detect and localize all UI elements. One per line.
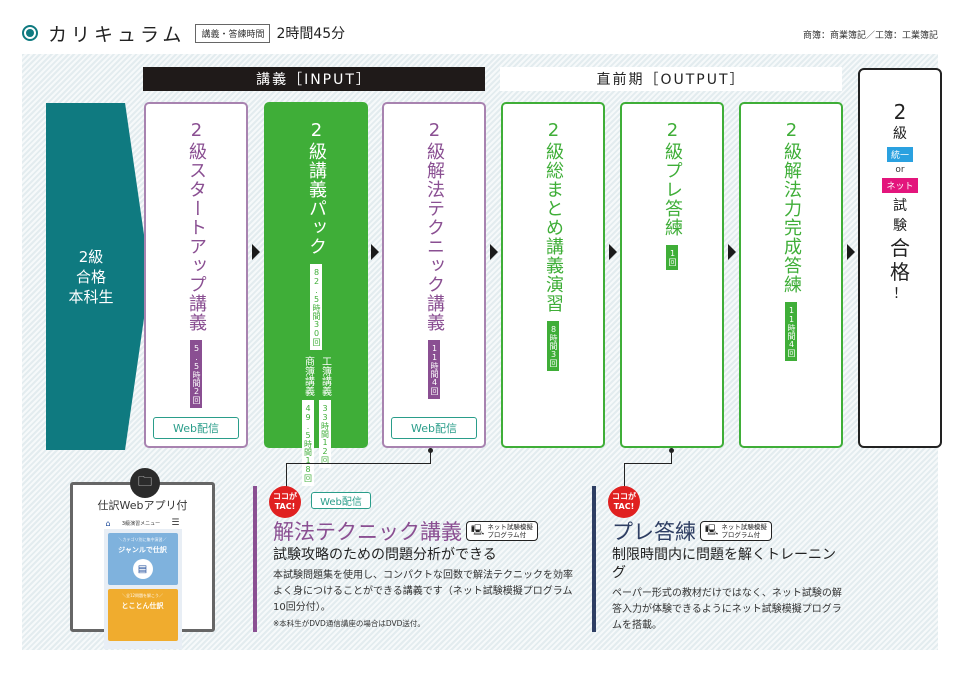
tac-badge: ココが TAC! xyxy=(269,486,301,518)
phone-screen: ⌂ 3級演習メニュー ☰ ＼カテゴリ別に集中演習／ ジャンルで仕訳 ▤ ＼全12… xyxy=(103,517,182,649)
card-title: 2級プレ答練 xyxy=(662,120,683,237)
tile-genre: ＼カテゴリ別に集中演習／ ジャンルで仕訳 ▤ xyxy=(107,533,178,585)
web-delivery-tag: Web配信 xyxy=(311,492,371,509)
tile-subtitle: ＼カテゴリ別に集中演習／ xyxy=(118,537,167,542)
feature-note: ※本科生がDVD通信講座の場合はDVD送付。 xyxy=(273,619,425,628)
subcourse-label: 商簿講義 xyxy=(302,356,314,396)
band-output: 直前期［OUTPUT］ xyxy=(500,67,842,91)
arrow-right-icon xyxy=(490,244,498,260)
card-duration-tag: 11時間4回 xyxy=(428,340,440,399)
goal-exclaim: ！ xyxy=(893,286,907,302)
feature-body: ペーパー形式の教材だけではなく、ネット試験の解答入力が体験できるようにネット試験… xyxy=(612,588,842,631)
subcourse-tag: 33時間12回 xyxy=(318,400,331,468)
accent-bar xyxy=(592,486,596,632)
time-label: 講義・答練時間 xyxy=(195,23,271,43)
net-badge-line: プログラム付 xyxy=(721,531,761,539)
card-title: 2級総まとめ講義演習 xyxy=(543,120,564,313)
connector-line xyxy=(286,452,431,464)
arrow-right-icon xyxy=(847,244,855,260)
card-pre-exam[interactable]: 2級プレ答練 1回 xyxy=(620,102,724,448)
tac-badge: ココが TAC! xyxy=(608,486,640,518)
arrow-right-icon xyxy=(728,244,736,260)
subcourse-shobo: 商簿講義 49.5時間18回 xyxy=(301,356,314,486)
subcourse-tag: 49.5時間18回 xyxy=(301,400,314,486)
card-duration-tag: 82.5時間30回 xyxy=(310,264,322,350)
web-delivery-button[interactable]: Web配信 xyxy=(153,417,239,439)
card-title: 2級スタートアップ講義 xyxy=(186,120,207,332)
feature-technique: ココが TAC! Web配信 解法テクニック講義 🖳 ネット試験模擬プログラム付… xyxy=(253,486,573,636)
goal-text: 合 xyxy=(890,236,910,260)
inbox-icon: ▤ xyxy=(132,559,153,579)
feature-title: 解法テクニック講義 xyxy=(273,520,462,544)
net-badge-line: ネット試験模擬 xyxy=(721,523,767,531)
goal-pill-net: ネット xyxy=(882,178,918,193)
feature-body: 本試験問題集を使用し、コンパクトな回数で解法テクニックを効率よく身につけることが… xyxy=(273,570,573,613)
goal-or: or xyxy=(895,165,905,175)
start-line: 本科生 xyxy=(68,287,114,306)
card-summary[interactable]: 2級総まとめ講義演習 8時間3回 xyxy=(501,102,605,448)
card-duration-tag: 1回 xyxy=(666,245,678,270)
feature-title: プレ答練 xyxy=(612,520,696,544)
connector-line xyxy=(624,463,625,488)
band-input: 講義［INPUT］ xyxy=(143,67,485,91)
start-arrow: 2級 合格 本科生 xyxy=(46,103,150,450)
goal-text: 格 xyxy=(890,260,910,284)
arrow-right-icon xyxy=(609,244,617,260)
subcourse-label: 工簿講義 xyxy=(319,356,331,396)
goal-grade: 級 xyxy=(893,126,907,142)
menu-title: 3級演習メニュー xyxy=(121,520,161,527)
radio-bullet-icon xyxy=(22,25,38,41)
start-line: 2級 xyxy=(78,247,104,266)
page-title: カリキュラム xyxy=(48,23,186,46)
feature-subtitle: 試験攻略のための問題分析ができる xyxy=(273,547,497,563)
net-badge-line: プログラム付 xyxy=(487,531,527,539)
card-lecture-pack[interactable]: 2級講義パック 82.5時間30回 商簿講義 49.5時間18回 工簿講義 33… xyxy=(264,102,368,486)
curriculum-panel: 講義［INPUT］ 直前期［OUTPUT］ 2級 合格 本科生 2級スタートアッ… xyxy=(22,54,942,650)
card-title: 2級解法テクニック講義 xyxy=(424,120,445,332)
web-app-preview: 仕訳Webアプリ付 ⌂ 3級演習メニュー ☰ ＼カテゴリ別に集中演習／ ジャンル… xyxy=(70,482,215,649)
card-technique[interactable]: 2級解法テクニック講義 11時間4回 Web配信 xyxy=(382,102,486,448)
computer-user-icon: 🖳 xyxy=(705,524,719,536)
goal-text: 験 xyxy=(893,218,907,234)
card-startup[interactable]: 2級スタートアップ講義 5.5時間2回 Web配信 xyxy=(144,102,248,448)
card-title: 2級解法力完成答練 xyxy=(781,120,802,294)
legend-note: 商簿：商業簿記／工簿：工業簿記 xyxy=(802,31,938,41)
computer-user-icon: 🖳 xyxy=(471,524,485,536)
connector-dot xyxy=(428,448,433,453)
goal-pill-unified: 統一 xyxy=(886,147,913,162)
arrow-right-icon xyxy=(252,244,260,260)
tile-title: ジャンルで仕訳 xyxy=(118,546,167,554)
arrow-right-icon xyxy=(371,244,379,260)
subcourse-kobo: 工簿講義 33時間12回 xyxy=(318,356,331,486)
card-completion[interactable]: 2級解法力完成答練 11時間4回 xyxy=(739,102,843,448)
folder-icon: 🗀 xyxy=(130,468,160,498)
net-exam-badge: 🖳 ネット試験模擬プログラム付 xyxy=(466,521,538,541)
net-badge-line: ネット試験模擬 xyxy=(487,523,533,531)
accent-bar xyxy=(253,486,257,632)
goal-grade-number: 2 xyxy=(893,100,907,124)
connector-line xyxy=(624,452,672,464)
tile-thorough: ＼全12問題を解こう／ とことん仕訳 xyxy=(107,589,178,641)
card-title: 2級講義パック xyxy=(306,120,327,256)
card-duration-tag: 5.5時間2回 xyxy=(190,340,202,408)
start-line: 合格 xyxy=(75,267,106,286)
app-title: 仕訳Webアプリ付 xyxy=(97,499,188,512)
feature-subtitle: 制限時間内に問題を解くトレーニング xyxy=(612,547,836,581)
goal-text: 試 xyxy=(893,198,907,214)
hamburger-menu-icon: ☰ xyxy=(171,518,180,528)
connector-dot xyxy=(669,448,674,453)
header: カリキュラム 講義・答練時間 2時間45分 xyxy=(22,20,345,46)
tile-subtitle: ＼全12問題を解こう／ xyxy=(121,593,164,598)
web-delivery-button[interactable]: Web配信 xyxy=(391,417,477,439)
feature-pre-exam: ココが TAC! プレ答練 🖳 ネット試験模擬プログラム付 制限時間内に問題を解… xyxy=(592,486,862,636)
tile-title: とことん仕訳 xyxy=(121,602,164,610)
card-duration-tag: 8時間3回 xyxy=(547,321,559,371)
card-duration-tag: 11時間4回 xyxy=(785,302,797,361)
net-exam-badge: 🖳 ネット試験模擬プログラム付 xyxy=(700,521,772,541)
home-icon: ⌂ xyxy=(105,518,111,528)
connector-line xyxy=(286,463,287,488)
goal-card: 2 級 統一 or ネット 試 験 合 格 ！ xyxy=(858,68,942,448)
time-value: 2時間45分 xyxy=(276,26,346,42)
